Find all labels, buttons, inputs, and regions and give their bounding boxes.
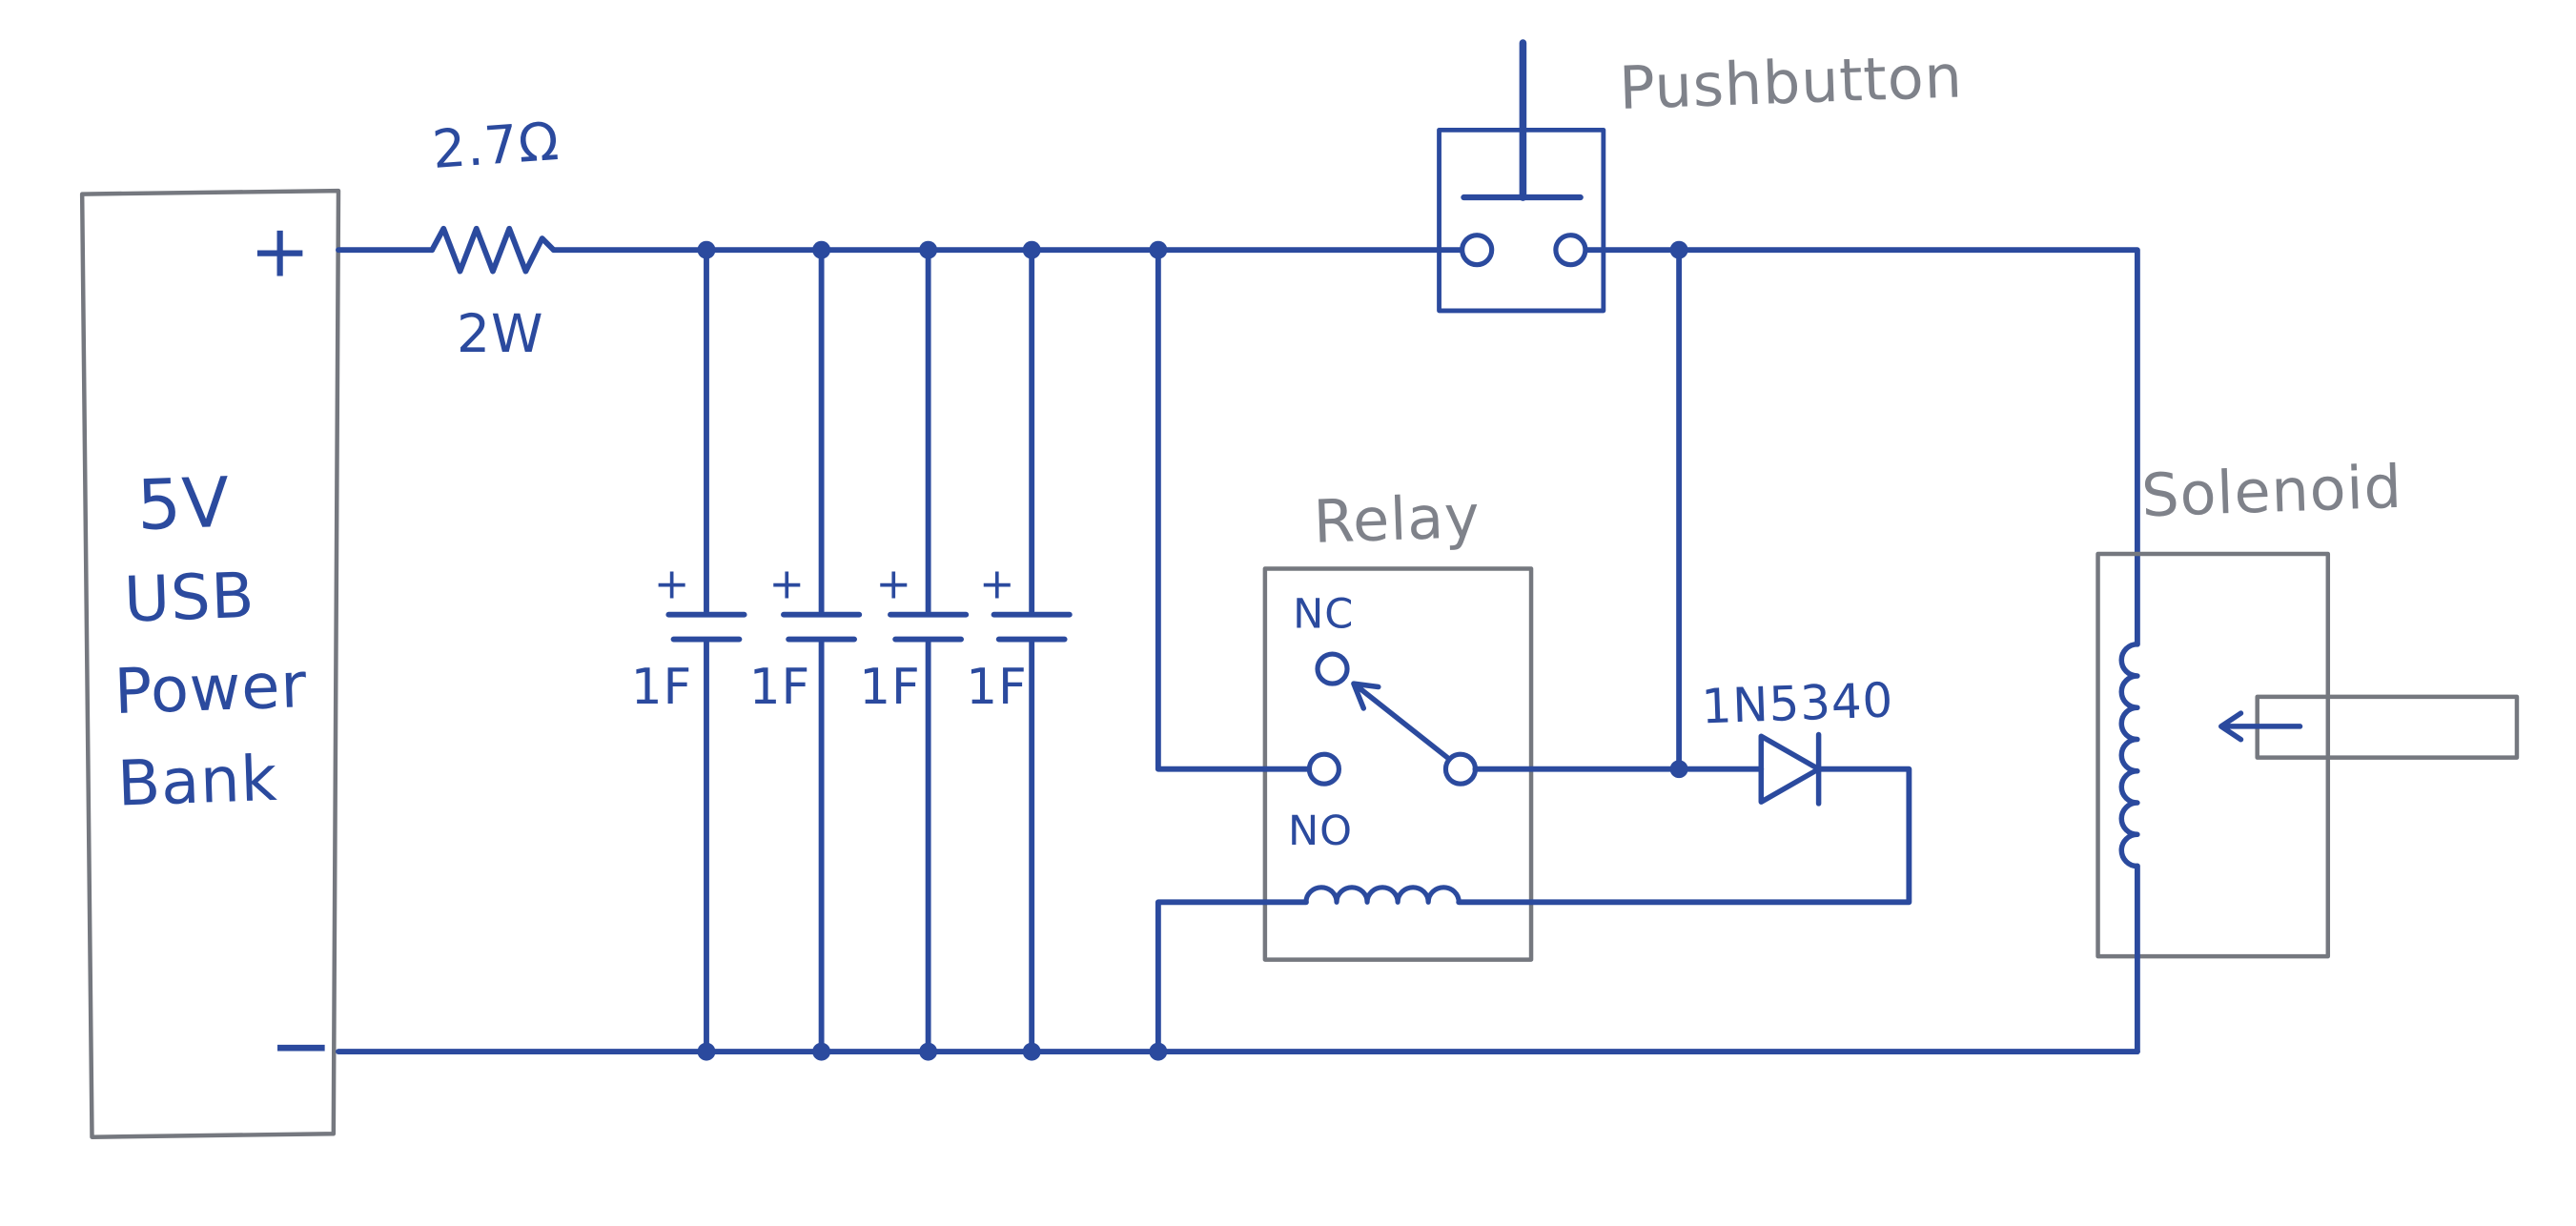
resistor-value-label: 2.7Ω xyxy=(430,112,561,181)
resistor-power-label: 2W xyxy=(457,304,543,365)
capacitor-value-label: 1F xyxy=(966,659,1027,716)
junction-dot xyxy=(697,240,716,259)
solenoid-label: Solenoid xyxy=(2140,452,2403,530)
relay-label: Relay xyxy=(1313,481,1482,557)
relay-input-wire xyxy=(1155,247,1313,772)
capacitor-polarity-label: + xyxy=(875,558,911,608)
relay: Relay NC NO xyxy=(1155,247,1534,1055)
capacitor-2: + 1F xyxy=(749,247,863,1055)
power-bank-box xyxy=(79,188,341,1139)
solenoid-box xyxy=(2096,551,2331,959)
capacitor-polarity-label: + xyxy=(654,558,690,608)
pushbutton: Pushbutton xyxy=(1437,39,1964,314)
wiring xyxy=(336,247,2140,1055)
capacitor-symbol xyxy=(991,247,1073,1055)
resistor-symbol xyxy=(429,225,557,275)
junction-dot xyxy=(697,1042,716,1061)
solenoid: Solenoid xyxy=(2096,452,2520,1055)
power-bank-label-line2: USB xyxy=(123,560,256,637)
pushbutton-right-contact xyxy=(1553,233,1588,268)
junction-dot xyxy=(1669,240,1688,259)
capacitor-symbol xyxy=(665,247,747,1055)
relay-coil-return-wire xyxy=(1155,899,1309,1055)
capacitor-symbol xyxy=(781,247,863,1055)
junction-dot xyxy=(1022,240,1041,259)
relay-coil xyxy=(1303,885,1462,905)
diode-triangle xyxy=(1758,733,1822,805)
junction-dot xyxy=(812,1042,831,1061)
junction-dot xyxy=(1669,760,1688,779)
junction-dot xyxy=(919,1042,938,1061)
junction-dot xyxy=(812,240,831,259)
power-bank-label-line3: Power xyxy=(113,649,309,728)
capacitor-value-label: 1F xyxy=(749,659,810,716)
diode-part-label: 1N5340 xyxy=(1701,672,1894,734)
power-bank: 5V USB Power Bank + − xyxy=(79,188,341,1139)
junction-dot xyxy=(1149,240,1168,259)
capacitor-1: + 1F xyxy=(631,247,747,1055)
capacitor-4: + 1F xyxy=(966,247,1073,1055)
relay-nc-label: NC xyxy=(1293,591,1354,639)
capacitor-3: + 1F xyxy=(859,247,970,1055)
resistor: 2.7Ω 2W xyxy=(429,112,562,365)
diode: 1N5340 xyxy=(1456,247,1912,906)
junction-dots xyxy=(697,240,1688,1061)
relay-arm-contact xyxy=(1442,751,1479,787)
capacitor-value-label: 1F xyxy=(631,659,692,716)
top-rail-wire-right xyxy=(1582,247,2140,647)
capacitor-polarity-label: + xyxy=(979,558,1015,608)
relay-no-label: NO xyxy=(1288,807,1353,855)
capacitor-polarity-label: + xyxy=(768,558,805,608)
relay-box xyxy=(1262,566,1534,962)
minus-terminal-label: − xyxy=(270,1001,334,1090)
relay-arm-arrow xyxy=(1351,681,1450,761)
junction-dot xyxy=(1149,1042,1168,1061)
capacitor-value-label: 1F xyxy=(859,659,920,716)
relay-nc-contact xyxy=(1315,651,1350,686)
diode-to-coil-wire xyxy=(1456,766,1912,906)
solenoid-coil xyxy=(2118,641,2140,869)
capacitor-symbol xyxy=(888,247,970,1055)
power-bank-label-line4: Bank xyxy=(116,743,278,821)
junction-dot xyxy=(1022,1042,1041,1061)
relay-common-contact xyxy=(1306,751,1342,787)
pushbutton-left-contact xyxy=(1460,233,1495,268)
plus-terminal-label: + xyxy=(250,210,311,294)
plunger-arrow xyxy=(2218,710,2303,743)
junction-dot xyxy=(919,240,938,259)
capacitor-bank: + 1F + 1F + 1F + 1F xyxy=(631,247,1073,1055)
power-bank-label-line1: 5V xyxy=(135,463,231,546)
pushbutton-label: Pushbutton xyxy=(1618,41,1964,123)
